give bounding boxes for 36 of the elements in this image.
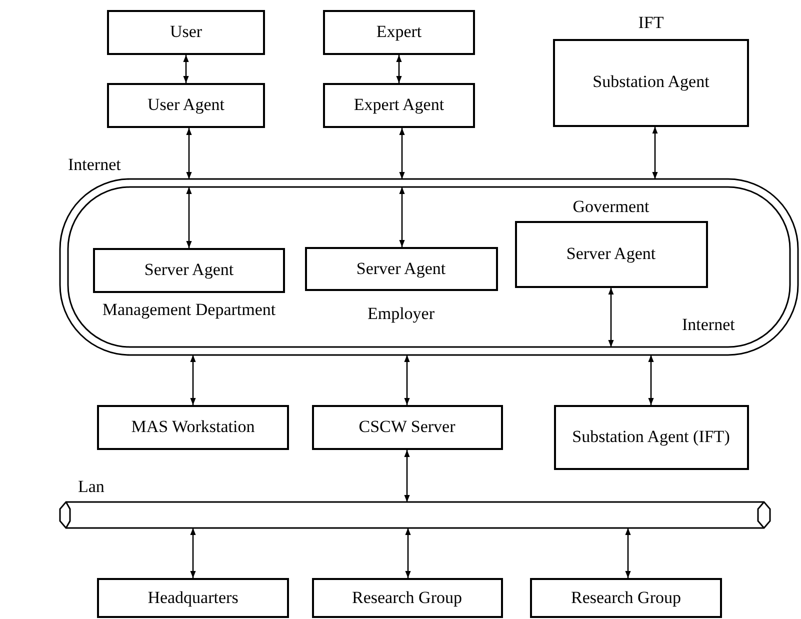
network-label: Lan	[78, 478, 104, 497]
double-arrow	[404, 355, 410, 405]
double-arrow	[183, 55, 189, 83]
agent-box: Research Group	[530, 578, 722, 618]
network-label: Internet	[682, 316, 735, 335]
box-caption: Employer	[367, 305, 435, 324]
double-arrow	[190, 355, 196, 405]
network-label: Internet	[68, 156, 121, 175]
agent-box: Expert Agent	[323, 83, 475, 128]
double-arrow	[404, 450, 410, 502]
agent-box: User	[107, 10, 265, 55]
double-arrow	[190, 528, 196, 578]
double-arrow	[186, 187, 192, 248]
agent-box: Server Agent	[304, 247, 498, 291]
box-caption: Management Department	[102, 301, 276, 320]
double-arrow	[399, 187, 405, 247]
double-arrow	[396, 55, 402, 83]
agent-box: User Agent	[107, 83, 265, 128]
agent-box: Server Agent	[93, 248, 285, 293]
agent-box: Substation Agent	[553, 38, 749, 127]
double-arrow	[648, 355, 654, 405]
double-arrow	[652, 126, 658, 179]
agent-box: Server Agent	[514, 220, 708, 288]
double-arrow	[399, 128, 405, 179]
agent-box: Headquarters	[97, 578, 289, 618]
double-arrow	[608, 288, 614, 347]
double-arrow	[186, 128, 192, 179]
agent-box: MAS Workstation	[97, 405, 289, 450]
double-arrow	[625, 528, 631, 578]
double-arrow	[405, 528, 411, 578]
agent-box: Substation Agent (IFT)	[554, 405, 748, 470]
agent-box: Expert	[323, 10, 475, 55]
box-caption: IFT	[638, 14, 664, 33]
box-caption: Goverment	[572, 198, 650, 217]
agent-box: Research Group	[312, 578, 502, 618]
agent-box: CSCW Server	[312, 405, 502, 450]
